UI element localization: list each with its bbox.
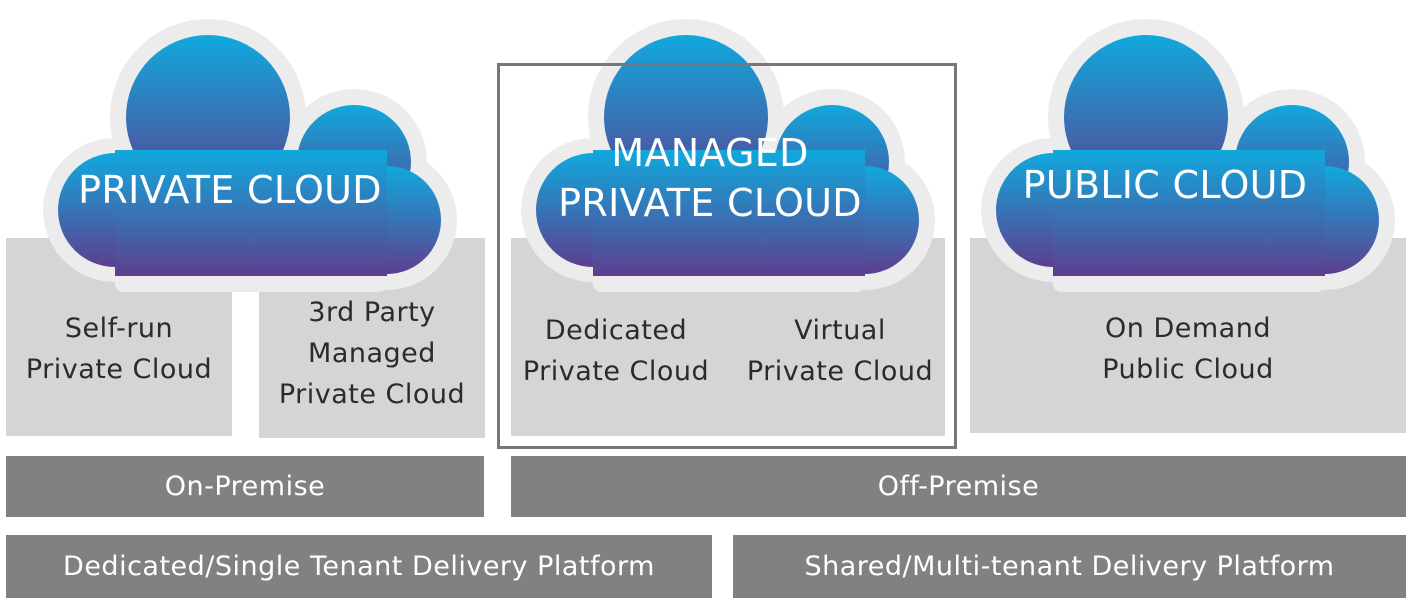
self-run-line1: Self-run bbox=[64, 313, 174, 344]
self-run-line2: Private Cloud bbox=[25, 354, 213, 385]
managed-title-line2: PRIVATE CLOUD bbox=[558, 181, 862, 225]
virtual-line1: Virtual bbox=[794, 315, 886, 346]
private-cloud-title: PRIVATE CLOUD bbox=[78, 168, 382, 212]
third-party-line2: Managed bbox=[308, 338, 436, 369]
private-cloud-icon bbox=[43, 19, 457, 292]
public-cloud-icon bbox=[981, 19, 1395, 292]
managed-private-cloud-icon bbox=[521, 19, 935, 292]
off-premise-bar: Off-Premise bbox=[511, 456, 1406, 517]
managed-private-cloud-title: MANAGED PRIVATE CLOUD bbox=[535, 128, 885, 228]
on-premise-bar: On-Premise bbox=[6, 456, 484, 517]
public-cloud-title: PUBLIC CLOUD bbox=[1022, 163, 1308, 207]
self-run-label: Self-run Private Cloud bbox=[6, 308, 232, 390]
on-demand-line1: On Demand bbox=[1105, 313, 1271, 344]
dedicated-label: Dedicated Private Cloud bbox=[511, 310, 721, 392]
virtual-line2: Private Cloud bbox=[746, 356, 934, 387]
dedicated-line2: Private Cloud bbox=[522, 356, 710, 387]
on-demand-label: On Demand Public Cloud bbox=[970, 308, 1406, 390]
on-demand-line2: Public Cloud bbox=[1102, 354, 1274, 385]
third-party-line1: 3rd Party bbox=[308, 297, 436, 328]
third-party-label: 3rd Party Managed Private Cloud bbox=[259, 292, 485, 415]
third-party-line3: Private Cloud bbox=[278, 379, 466, 410]
virtual-label: Virtual Private Cloud bbox=[735, 310, 945, 392]
dedicated-line1: Dedicated bbox=[544, 315, 688, 346]
dedicated-platform-bar: Dedicated/Single Tenant Delivery Platfor… bbox=[6, 535, 712, 598]
shared-platform-bar: Shared/Multi-tenant Delivery Platform bbox=[733, 535, 1406, 598]
managed-highlight-frame bbox=[497, 63, 957, 449]
managed-title-line1: MANAGED bbox=[611, 131, 809, 175]
